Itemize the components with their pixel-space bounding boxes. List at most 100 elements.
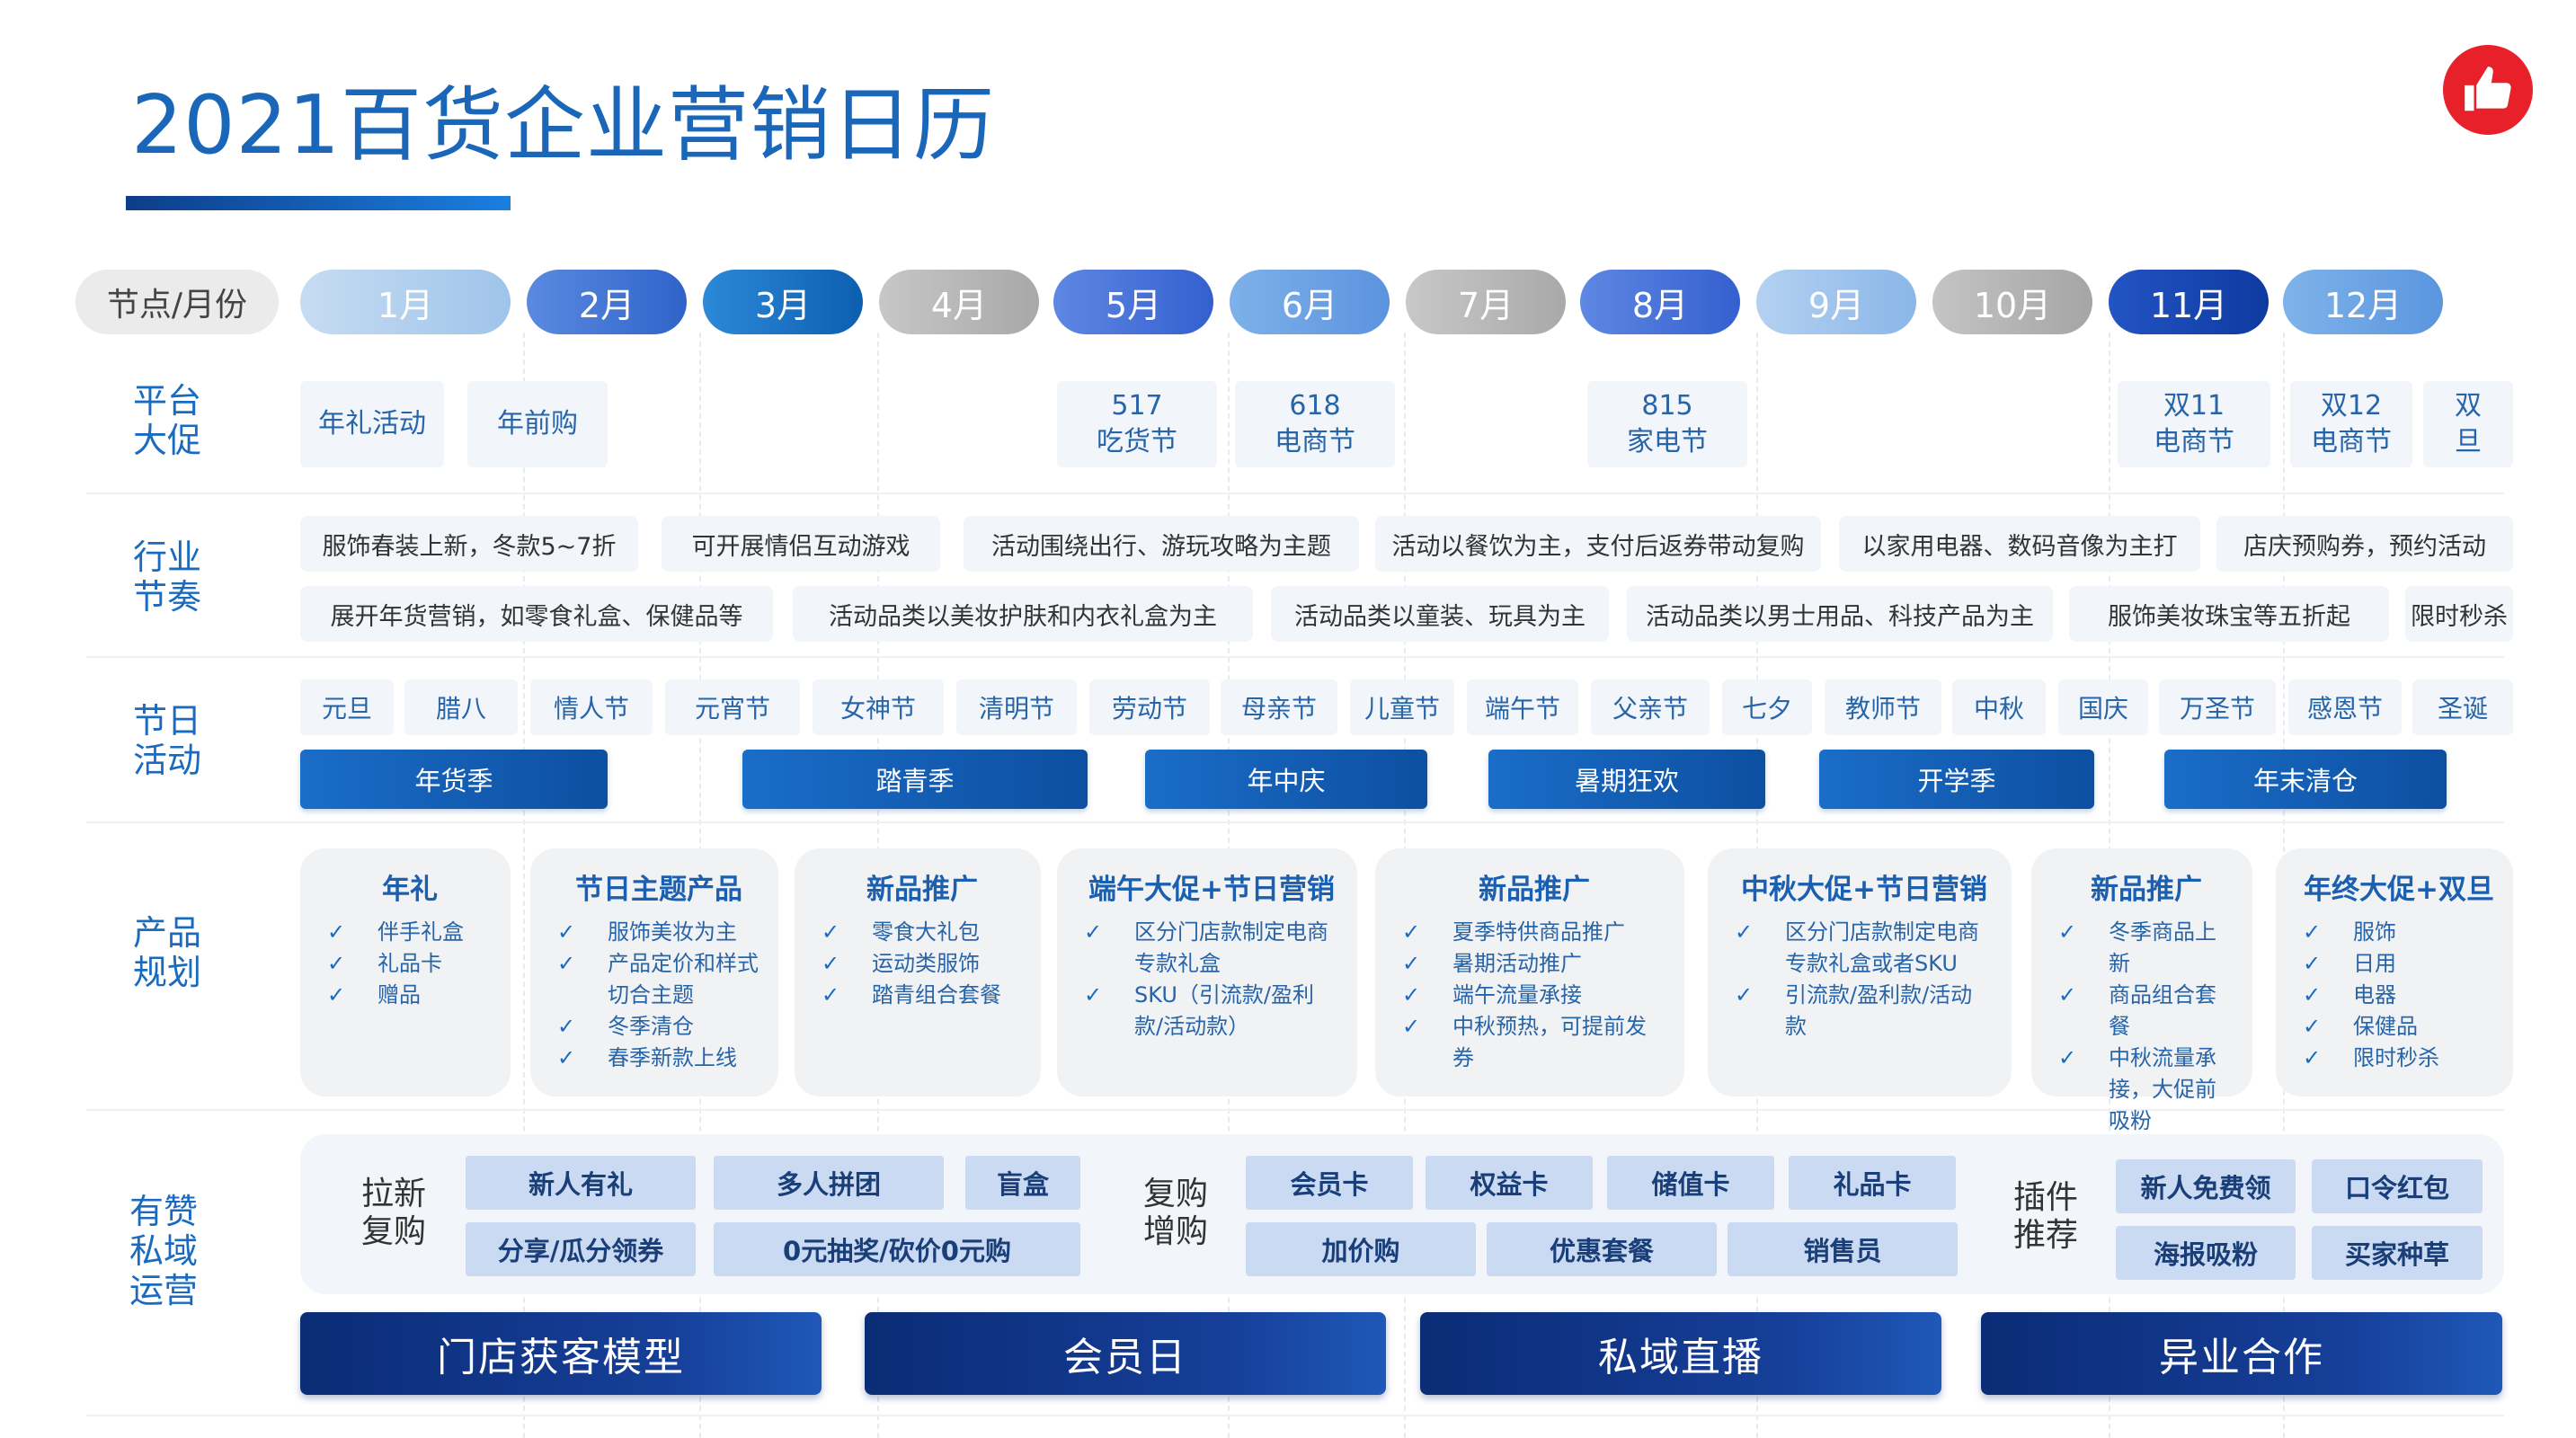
product-card-item: ✓伴手礼盒 bbox=[327, 917, 493, 948]
ops-tag: 盲盒 bbox=[965, 1156, 1080, 1210]
ops-tag: 多人拼团 bbox=[714, 1156, 944, 1210]
check-icon: ✓ bbox=[1402, 951, 1421, 976]
season-bar: 暑期狂欢 bbox=[1488, 750, 1765, 809]
month-pill-4: 4月 bbox=[879, 270, 1039, 334]
row-label-industry: 行业节奏 bbox=[133, 537, 202, 617]
ops-tag: 储值卡 bbox=[1607, 1156, 1774, 1210]
product-card-title: 新品推广 bbox=[1479, 874, 1590, 906]
product-card-title: 新品推广 bbox=[2091, 874, 2202, 906]
check-icon: ✓ bbox=[1402, 982, 1421, 1007]
ops-tag: 礼品卡 bbox=[1789, 1156, 1956, 1210]
row-label-product: 产品规划 bbox=[133, 913, 202, 992]
industry-item: 可开展情侣互动游戏 bbox=[662, 516, 940, 572]
row-label-holiday: 节日活动 bbox=[133, 701, 202, 780]
product-card-item: ✓商品组合套餐 bbox=[2058, 980, 2234, 1043]
product-card-item: ✓区分门店款制定电商专款礼盒 bbox=[1084, 917, 1339, 980]
holiday-item: 腊八 bbox=[404, 679, 518, 735]
month-pill-6: 6月 bbox=[1230, 270, 1390, 334]
product-card-item: ✓区分门店款制定电商专款礼盒或者SKU bbox=[1735, 917, 1994, 980]
product-card-item: ✓春季新款上线 bbox=[557, 1043, 760, 1074]
industry-item: 以家用电器、数码音像为主打 bbox=[1839, 516, 2200, 572]
holiday-item: 圣诞 bbox=[2412, 679, 2513, 735]
row-divider bbox=[86, 1415, 2504, 1416]
month-pill-11: 11月 bbox=[2109, 270, 2269, 334]
check-icon: ✓ bbox=[2303, 1014, 2322, 1039]
product-card-item: ✓零食大礼包 bbox=[822, 917, 1023, 948]
product-card: 新品推广✓冬季商品上新✓商品组合套餐✓中秋流量承接，大促前吸粉 bbox=[2031, 848, 2252, 1133]
industry-item: 服饰美妆珠宝等五折起 bbox=[2069, 586, 2389, 642]
month-pill-5: 5月 bbox=[1053, 270, 1213, 334]
check-icon: ✓ bbox=[327, 951, 346, 976]
month-pill-9: 9月 bbox=[1756, 270, 1916, 334]
ops-group-label: 复购增购 bbox=[1143, 1176, 1209, 1250]
ops-tag: 优惠套餐 bbox=[1487, 1222, 1717, 1276]
holiday-item: 七夕 bbox=[1722, 679, 1812, 735]
holiday-item: 元旦 bbox=[300, 679, 394, 735]
month-pill-10: 10月 bbox=[1932, 270, 2092, 334]
row-divider bbox=[86, 821, 2504, 823]
ops-tag: 权益卡 bbox=[1426, 1156, 1593, 1210]
check-icon: ✓ bbox=[822, 982, 840, 1007]
check-icon: ✓ bbox=[557, 951, 576, 976]
holiday-item: 端午节 bbox=[1467, 679, 1578, 735]
platform-event: 年前购 bbox=[467, 381, 608, 467]
check-icon: ✓ bbox=[1402, 919, 1421, 945]
check-icon: ✓ bbox=[2058, 1045, 2077, 1070]
holiday-item: 感恩节 bbox=[2288, 679, 2402, 735]
check-icon: ✓ bbox=[2303, 951, 2322, 976]
month-pill-12: 12月 bbox=[2283, 270, 2443, 334]
row-divider bbox=[86, 656, 2504, 658]
ops-tag: 买家种草 bbox=[2312, 1226, 2483, 1280]
ops-tag: 分享/瓜分领券 bbox=[466, 1222, 696, 1276]
holiday-item: 女神节 bbox=[813, 679, 944, 735]
holiday-item: 父亲节 bbox=[1591, 679, 1710, 735]
month-pill-2: 2月 bbox=[527, 270, 687, 334]
product-card-item: ✓暑期活动推广 bbox=[1402, 948, 1666, 980]
industry-item: 店庆预购券，预约活动 bbox=[2216, 516, 2513, 572]
ops-tag: 海报吸粉 bbox=[2116, 1226, 2296, 1280]
thumbs-up-icon bbox=[2443, 45, 2533, 135]
check-icon: ✓ bbox=[557, 1014, 576, 1039]
grid-line bbox=[523, 333, 525, 1438]
private-live-button[interactable]: 私域直播 bbox=[1420, 1312, 1941, 1395]
product-card-item: ✓夏季特供商品推广 bbox=[1402, 917, 1666, 948]
check-icon: ✓ bbox=[2303, 982, 2322, 1007]
product-card-title: 节日主题产品 bbox=[575, 874, 742, 906]
ops-tag: 0元抽奖/砍价0元购 bbox=[714, 1222, 1080, 1276]
ops-group-label: 拉新复购 bbox=[361, 1176, 427, 1250]
holiday-item: 国庆 bbox=[2058, 679, 2148, 735]
season-bar: 年末清仓 bbox=[2164, 750, 2447, 809]
product-card-item: ✓冬季商品上新 bbox=[2058, 917, 2234, 980]
cross-industry-button[interactable]: 异业合作 bbox=[1981, 1312, 2502, 1395]
season-bar: 踏青季 bbox=[742, 750, 1088, 809]
ops-tag: 新人免费领 bbox=[2116, 1159, 2296, 1213]
store-acquisition-button[interactable]: 门店获客模型 bbox=[300, 1312, 822, 1395]
industry-item: 活动品类以美妆护肤和内衣礼盒为主 bbox=[793, 586, 1253, 642]
product-card: 中秋大促+节日营销✓区分门店款制定电商专款礼盒或者SKU✓引流款/盈利款/活动款 bbox=[1708, 848, 2012, 1096]
season-bar: 开学季 bbox=[1819, 750, 2094, 809]
check-icon: ✓ bbox=[822, 951, 840, 976]
industry-item: 服饰春装上新，冬款5~7折 bbox=[300, 516, 638, 572]
page-title: 2021百货企业营销日历 bbox=[131, 78, 996, 173]
product-card-item: ✓运动类服饰 bbox=[822, 948, 1023, 980]
check-icon: ✓ bbox=[557, 1045, 576, 1070]
product-card-item: ✓服饰 bbox=[2303, 917, 2495, 948]
check-icon: ✓ bbox=[2058, 919, 2077, 945]
ops-tag: 口令红包 bbox=[2312, 1159, 2483, 1213]
platform-event: 双旦 bbox=[2423, 381, 2513, 467]
title-underline bbox=[126, 196, 511, 210]
holiday-item: 清明节 bbox=[956, 679, 1077, 735]
product-card-item: ✓电器 bbox=[2303, 980, 2495, 1011]
member-day-button[interactable]: 会员日 bbox=[865, 1312, 1386, 1395]
product-card-title: 中秋大促+节日营销 bbox=[1741, 874, 1987, 906]
product-card: 新品推广✓夏季特供商品推广✓暑期活动推广✓端午流量承接✓中秋预热，可提前发券 bbox=[1375, 848, 1684, 1096]
season-bar: 年货季 bbox=[300, 750, 608, 809]
industry-item: 限时秒杀 bbox=[2405, 586, 2513, 642]
product-card: 年礼✓伴手礼盒✓礼品卡✓赠品 bbox=[300, 848, 511, 1096]
holiday-item: 劳动节 bbox=[1089, 679, 1210, 735]
product-card-item: ✓中秋流量承接，大促前吸粉 bbox=[2058, 1043, 2234, 1137]
